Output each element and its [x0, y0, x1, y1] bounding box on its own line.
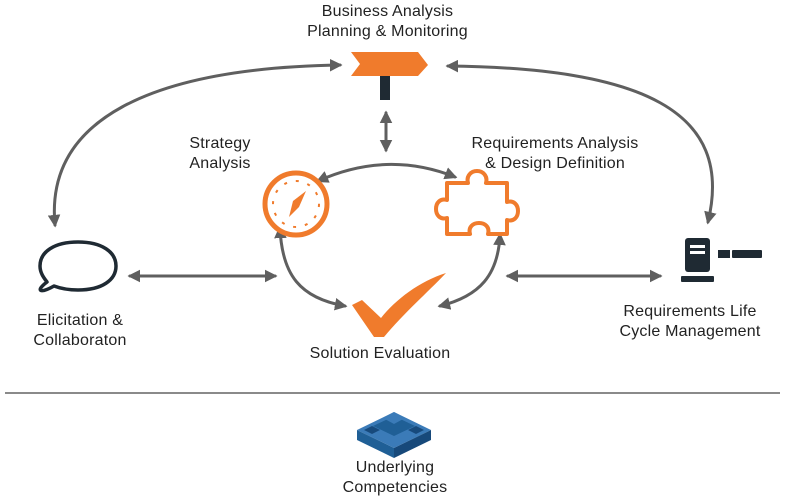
arrow-requirements-evaluation: [437, 232, 506, 310]
speech-bubble-icon: [38, 240, 118, 293]
planning-label: Business Analysis Planning & Monitoring: [307, 3, 468, 40]
server-icon: [681, 238, 762, 282]
checkmark-icon: [352, 273, 446, 337]
lifecycle-label: Requirements Life Cycle Management: [619, 303, 761, 340]
elicitation-label: Elicitation & Collaboraton: [33, 312, 127, 349]
strategy-label: Strategy Analysis: [189, 135, 251, 172]
compass-icon: [262, 170, 330, 238]
competencies-label: Underlying Competencies: [342, 459, 448, 496]
arrow-planning-elicitation: [47, 58, 343, 228]
evaluation-label: Solution Evaluation: [309, 345, 451, 362]
puzzle-piece-icon: [434, 169, 520, 236]
requirements-label: Requirements Analysis & Design Definitio…: [471, 135, 639, 172]
arrow-strategy-evaluation: [274, 225, 348, 311]
arrow-strategy-requirements: [315, 162, 458, 183]
signpost-icon: [351, 52, 428, 100]
section-divider: [5, 392, 780, 394]
stacked-blocks-icon: [357, 412, 431, 458]
arrow-planning-lifecycle: [445, 59, 717, 225]
